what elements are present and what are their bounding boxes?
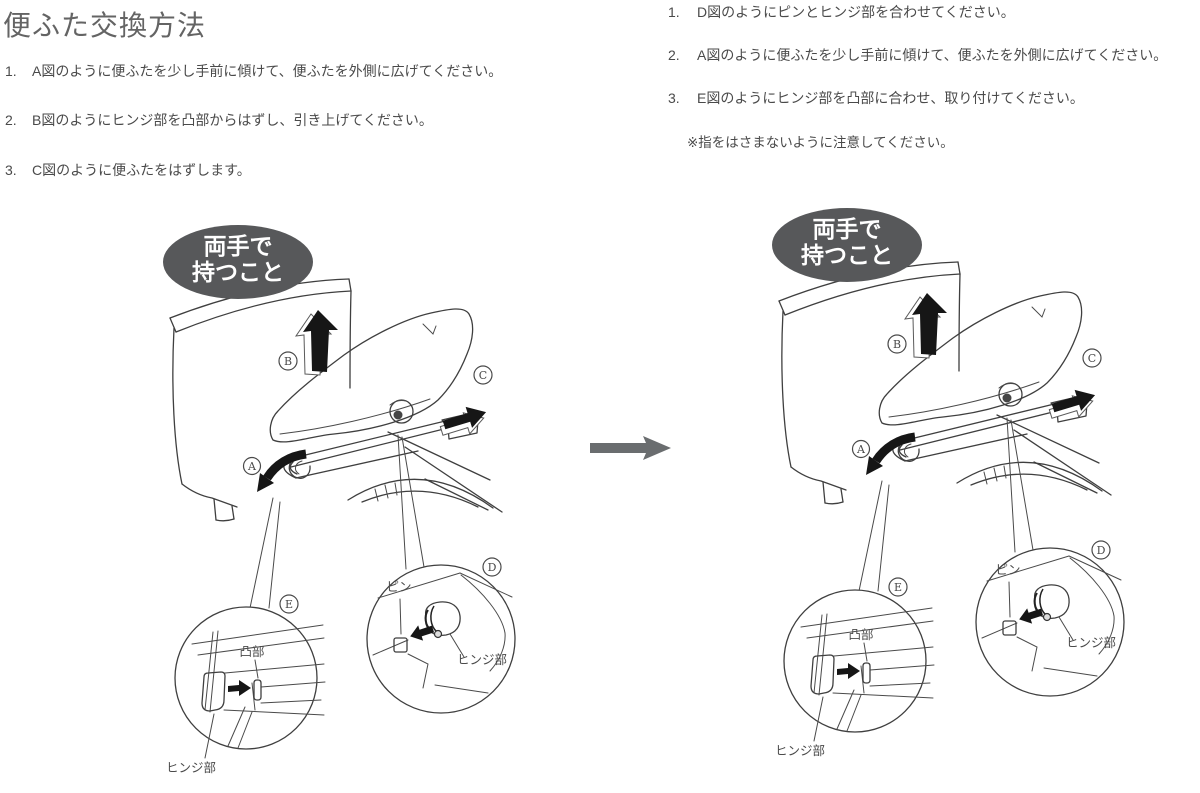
arrow-b-up-icon [903,293,947,359]
caution-note: ※指をはさまないように注意してください。 [687,135,954,150]
step-text: E図のようにヒンジ部を凸部に合わせ、取り付けてください。 [697,90,1084,106]
svg-text:E: E [894,581,902,594]
callout-e: 凸部 ヒンジ部 [775,589,935,758]
protrusion-part [253,679,262,701]
hinge-part [201,671,226,712]
transition-arrow-icon [588,433,676,463]
label-c: C [473,365,493,385]
svg-text:B: B [893,338,901,351]
step-number: 3. [5,162,17,178]
svg-text:E: E [285,598,293,611]
diagram-remove-lid: B C A 両手で 持つこと [128,188,633,788]
toilet-bowl [956,461,1103,492]
callout-leader-lines [858,417,1034,592]
badge-text-line2: 持つこと [801,242,893,268]
removal-step-3: 3. C図のように便ふたをはずします。 [5,161,251,179]
label-c: C [1082,348,1102,368]
badge-text-line2: 持つこと [192,259,284,285]
svg-text:D: D [488,561,497,574]
hold-both-hands-badge: 両手で 持つこと [163,225,313,299]
step-number: 2. [5,112,17,128]
protrusion-part [862,662,871,684]
toilet-illustration: B C A 両手で 持つこと [772,208,1125,758]
toilet-lid [269,308,474,443]
arrow-to-protrusion-icon [228,680,251,696]
svg-text:A: A [247,460,257,473]
hinge-part [810,654,835,695]
label-d: D [482,557,502,577]
toilet-illustration: B C A 両手で 持つこと [163,225,516,775]
arrow-a-curve-icon [257,449,307,492]
hinge-label: ヒンジ部 [1066,635,1116,650]
label-e: E [888,577,908,597]
hinge-label: ヒンジ部 [457,652,507,667]
label-a: A [851,439,871,459]
badge-text-line1: 両手で [204,233,273,259]
label-e: E [279,594,299,614]
installation-step-3: 3. E図のようにヒンジ部を凸部に合わせ、取り付けてください。 [668,89,1084,107]
arrow-c-right-icon [439,406,487,436]
arrow-a-curve-icon [866,432,916,475]
arrow-to-pin-icon [1019,608,1044,624]
arrow-c-right-icon [1048,389,1096,419]
toilet-base-lines [387,431,503,513]
step-text: A図のように便ふたを少し手前に傾けて、便ふたを外側に広げてください。 [32,63,503,79]
page-title: 便ふた交換方法 [3,10,207,41]
step-number: 1. [668,4,680,20]
arrow-b-up-icon [294,310,338,376]
pin-part [393,637,408,653]
step-text: B図のようにヒンジ部を凸部からはずし、引き上げてください。 [32,112,433,128]
step-text: C図のように便ふたをはずします。 [32,162,251,178]
toilet-base-lines [996,414,1112,496]
step-text: A図のように便ふたを少し手前に傾けて、便ふたを外側に広げてください。 [697,47,1168,63]
diagram-attach-lid: B C A 両手で 持つこと [737,171,1200,771]
arrow-to-protrusion-icon [837,663,860,679]
callout-e: 凸部 ヒンジ部 [166,606,326,775]
hinge-label: ヒンジ部 [166,760,216,775]
toilet-tank [778,261,961,505]
protrusion-label: 凸部 [848,627,873,642]
hold-both-hands-badge: 両手で 持つこと [772,208,922,282]
callout-d: ピン ヒンジ部 [366,564,516,714]
hinge-label: ヒンジ部 [775,743,825,758]
toilet-bowl [347,478,494,509]
label-d: D [1091,540,1111,560]
svg-text:D: D [1097,544,1106,557]
hinge-pivot-dot [393,410,403,420]
toilet-tank [169,278,352,522]
step-number: 3. [668,90,680,106]
callout-d: ピン ヒンジ部 [975,547,1125,697]
svg-text:C: C [479,369,487,382]
label-b: B [887,334,907,354]
hinge-pivot-dot [1002,393,1012,403]
step-number: 2. [668,47,680,63]
toilet-lid [878,291,1083,426]
step-text: D図のようにピンとヒンジ部を合わせてください。 [697,4,1015,20]
svg-text:C: C [1088,352,1096,365]
label-a: A [242,456,262,476]
removal-step-1: 1. A図のように便ふたを少し手前に傾けて、便ふたを外側に広げてください。 [5,62,502,80]
label-b: B [278,351,298,371]
installation-step-2: 2. A図のように便ふたを少し手前に傾けて、便ふたを外側に広げてください。 [668,46,1167,64]
protrusion-label: 凸部 [239,644,264,659]
pin-part [1002,620,1017,636]
pin-label: ピン [386,580,411,594]
badge-text-line1: 両手で [813,216,882,242]
callout-leader-lines [249,434,425,609]
installation-step-1: 1. D図のようにピンとヒンジ部を合わせてください。 [668,3,1015,21]
removal-step-2: 2. B図のようにヒンジ部を凸部からはずし、引き上げてください。 [5,111,433,129]
step-number: 1. [5,63,17,79]
arrow-to-pin-icon [410,625,435,641]
svg-text:A: A [856,443,866,456]
svg-text:B: B [284,355,292,368]
pin-label: ピン [995,563,1020,577]
